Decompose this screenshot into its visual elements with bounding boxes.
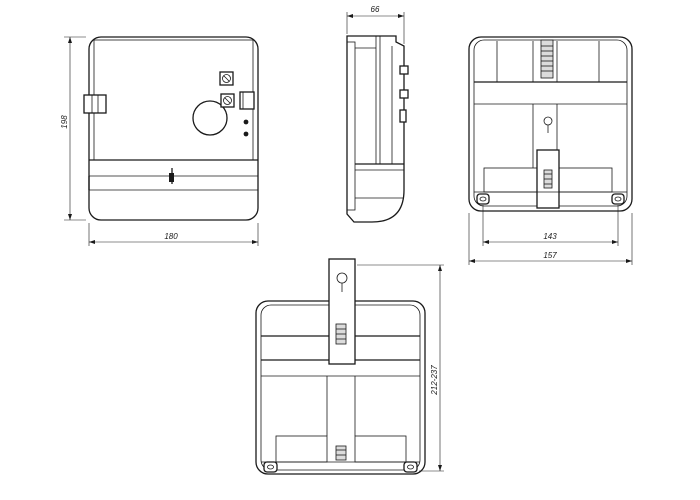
left-clip [83, 94, 107, 114]
side-housing [346, 35, 405, 223]
front-housing [88, 36, 259, 221]
dim-front-width: 180 [164, 232, 178, 241]
led-indicator [243, 131, 249, 137]
extended-bracket [328, 258, 356, 365]
dim-back-outer-width: 157 [543, 251, 557, 260]
side-view: 66 [346, 5, 409, 223]
dim-bracket-height: 212-237 [430, 365, 439, 396]
round-window [192, 100, 228, 136]
dim-back-inner-width: 143 [543, 232, 557, 241]
dim-front-height: 198 [60, 115, 69, 129]
back-view-bracket-extended: 212-237 [255, 258, 444, 475]
dim-side-depth: 66 [371, 5, 380, 14]
back-view: 143 157 [468, 36, 633, 265]
mount-foot [263, 461, 278, 473]
mount-foot [476, 193, 490, 205]
front-view: 198 180 [60, 36, 259, 246]
mount-foot [403, 461, 418, 473]
mount-foot [611, 193, 625, 205]
top-latch [540, 39, 554, 79]
led-indicator [243, 119, 249, 125]
side-connector [239, 91, 255, 110]
